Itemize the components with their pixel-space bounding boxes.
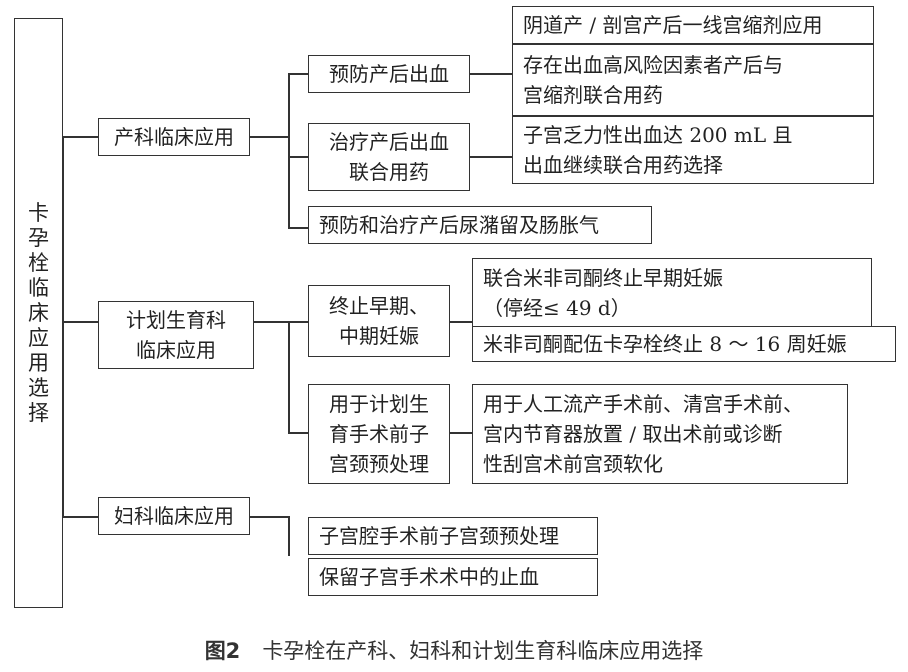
gynecology-node: 妇科临床应用 (98, 497, 250, 535)
root-label-char: 择 (28, 400, 49, 425)
treat-pph-node: 治疗产后出血 联合用药 (308, 123, 470, 191)
root-label-char: 栓 (28, 250, 49, 275)
root-label-char: 床 (28, 300, 49, 325)
prevent-pph-node: 预防产后出血 (308, 55, 470, 93)
urinary-retention-node: 预防和治疗产后尿潴留及肠胀气 (308, 206, 652, 244)
family-planning-node: 计划生育科 临床应用 (98, 301, 254, 369)
root-label-char: 卡 (28, 200, 49, 225)
root-label-char: 选 (28, 375, 49, 400)
root-label-char: 应 (28, 325, 49, 350)
gynecology-leaf-1: 子宫腔手术前子宫颈预处理 (308, 517, 598, 555)
treat-leaf: 子宫乏力性出血达 200 mL 且 出血继续联合用药选择 (512, 116, 874, 184)
cervical-prep-leaf: 用于人工流产手术前、清宫手术前、 宫内节育器放置 / 取出术前或诊断 性刮宫术前… (472, 384, 848, 484)
figure-caption: 图2 卡孕栓在产科、妇科和计划生育科临床应用选择 (0, 636, 908, 666)
termination-leaf-2: 米非司酮配伍卡孕栓终止 8 ～ 16 周妊娠 (472, 326, 896, 362)
root-node: 卡孕栓临床应用选择 (14, 18, 63, 608)
prevent-leaf-2: 存在出血高风险因素者产后与 宫缩剂联合用药 (512, 44, 874, 116)
prevent-leaf-1: 阴道产 / 剖宫产后一线宫缩剂应用 (512, 6, 874, 44)
figure-number: 图2 (204, 639, 241, 663)
termination-leaf-1: 联合米非司酮终止早期妊娠 （停经≤ 49 d） (472, 258, 872, 328)
obstetric-node: 产科临床应用 (98, 118, 250, 156)
gynecology-leaf-2: 保留子宫手术术中的止血 (308, 558, 598, 596)
cervical-prep-node: 用于计划生 育手术前子 宫颈预处理 (308, 384, 450, 484)
root-label-char: 用 (28, 350, 49, 375)
figure-title: 卡孕栓在产科、妇科和计划生育科临床应用选择 (262, 639, 704, 663)
root-label-char: 临 (28, 275, 49, 300)
root-label-char: 孕 (28, 225, 49, 250)
termination-node: 终止早期、 中期妊娠 (308, 285, 450, 357)
